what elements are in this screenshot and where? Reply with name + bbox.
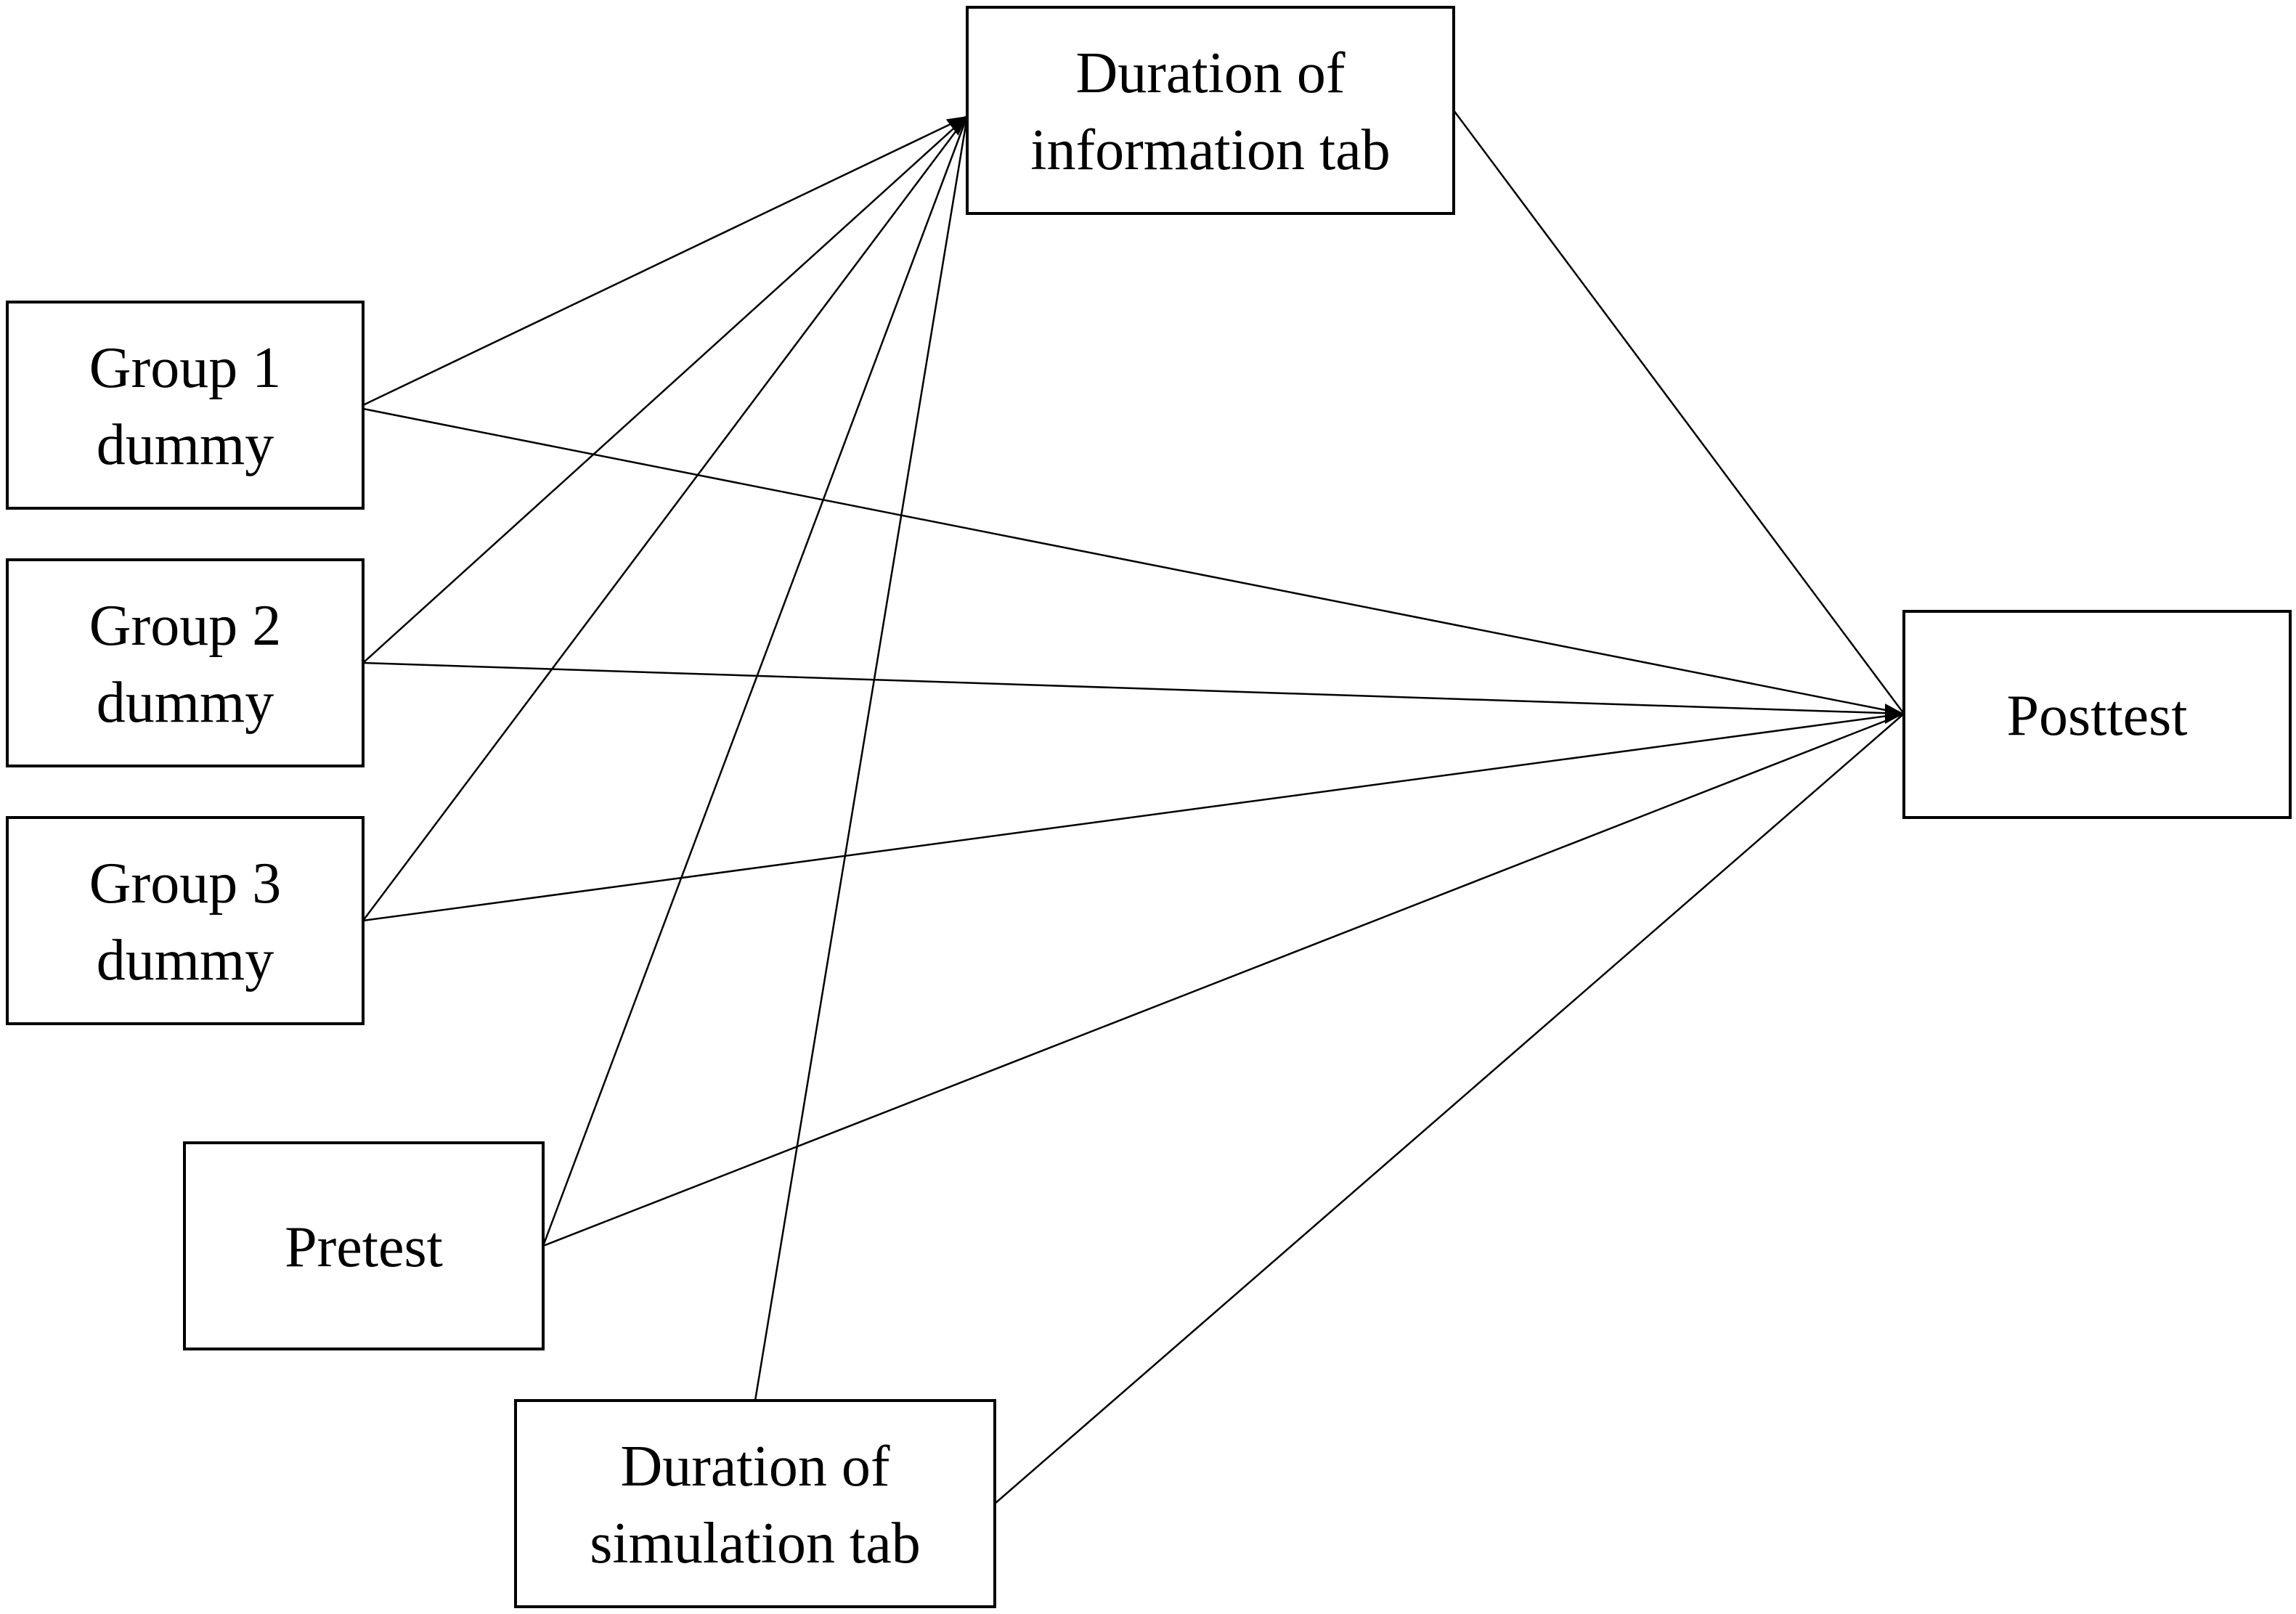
node-label-group1-line-2: dummy [97, 413, 274, 477]
node-sim: Duration of simulation tab [514, 1399, 996, 1608]
node-label-group2-line-2: dummy [97, 671, 274, 735]
edge-group3-to-info [362, 115, 968, 921]
arrowhead-posttest [1885, 704, 1904, 724]
node-label-group3-line-2: dummy [97, 929, 274, 993]
node-box-sim [514, 1399, 996, 1608]
node-box-group2 [6, 558, 365, 767]
edge-sim-to-posttest [994, 713, 1905, 1504]
node-box-info [966, 6, 1455, 215]
node-group1: Group 1 dummy [6, 301, 365, 510]
node-group2: Group 2 dummy [6, 558, 365, 767]
node-label-group3-line-1: Group 3 [89, 852, 281, 916]
edge-sim-to-info [754, 115, 969, 1401]
node-label-group2-line-1: Group 2 [89, 594, 281, 658]
node-info: Duration of information tab [966, 6, 1455, 215]
node-label-posttest-line-1: Posttest [2007, 684, 2188, 748]
node-pretest: Pretest [183, 1141, 545, 1350]
arrowhead-info [945, 116, 967, 136]
node-label-pretest-line-1: Pretest [285, 1215, 443, 1279]
edge-info-to-posttest [1452, 110, 1905, 714]
arrows-layer [945, 116, 1904, 724]
node-label-info-line-1: Duration of [1075, 41, 1345, 105]
node-posttest: Posttest [1902, 610, 2292, 819]
node-box-group3 [6, 816, 365, 1025]
node-label-group1-line-1: Group 1 [89, 336, 281, 400]
node-label-sim-line-2: simulation tab [590, 1512, 921, 1576]
edge-group2-to-info [362, 115, 968, 664]
edge-group1-to-posttest [362, 407, 1905, 715]
node-box-posttest [1902, 610, 2292, 819]
node-label-info-line-2: information tab [1030, 118, 1390, 182]
edge-pretest-to-info [542, 115, 969, 1247]
edge-pretest-to-posttest [542, 712, 1905, 1247]
node-label-sim-line-1: Duration of [620, 1435, 890, 1499]
edge-group3-to-posttest [362, 712, 1905, 922]
node-box-group1 [6, 301, 365, 510]
edge-group1-to-info [362, 115, 968, 407]
node-box-pretest [183, 1141, 545, 1350]
edge-group2-to-posttest [362, 661, 1905, 715]
edges-layer [362, 110, 1905, 1504]
node-group3: Group 3 dummy [6, 816, 365, 1025]
